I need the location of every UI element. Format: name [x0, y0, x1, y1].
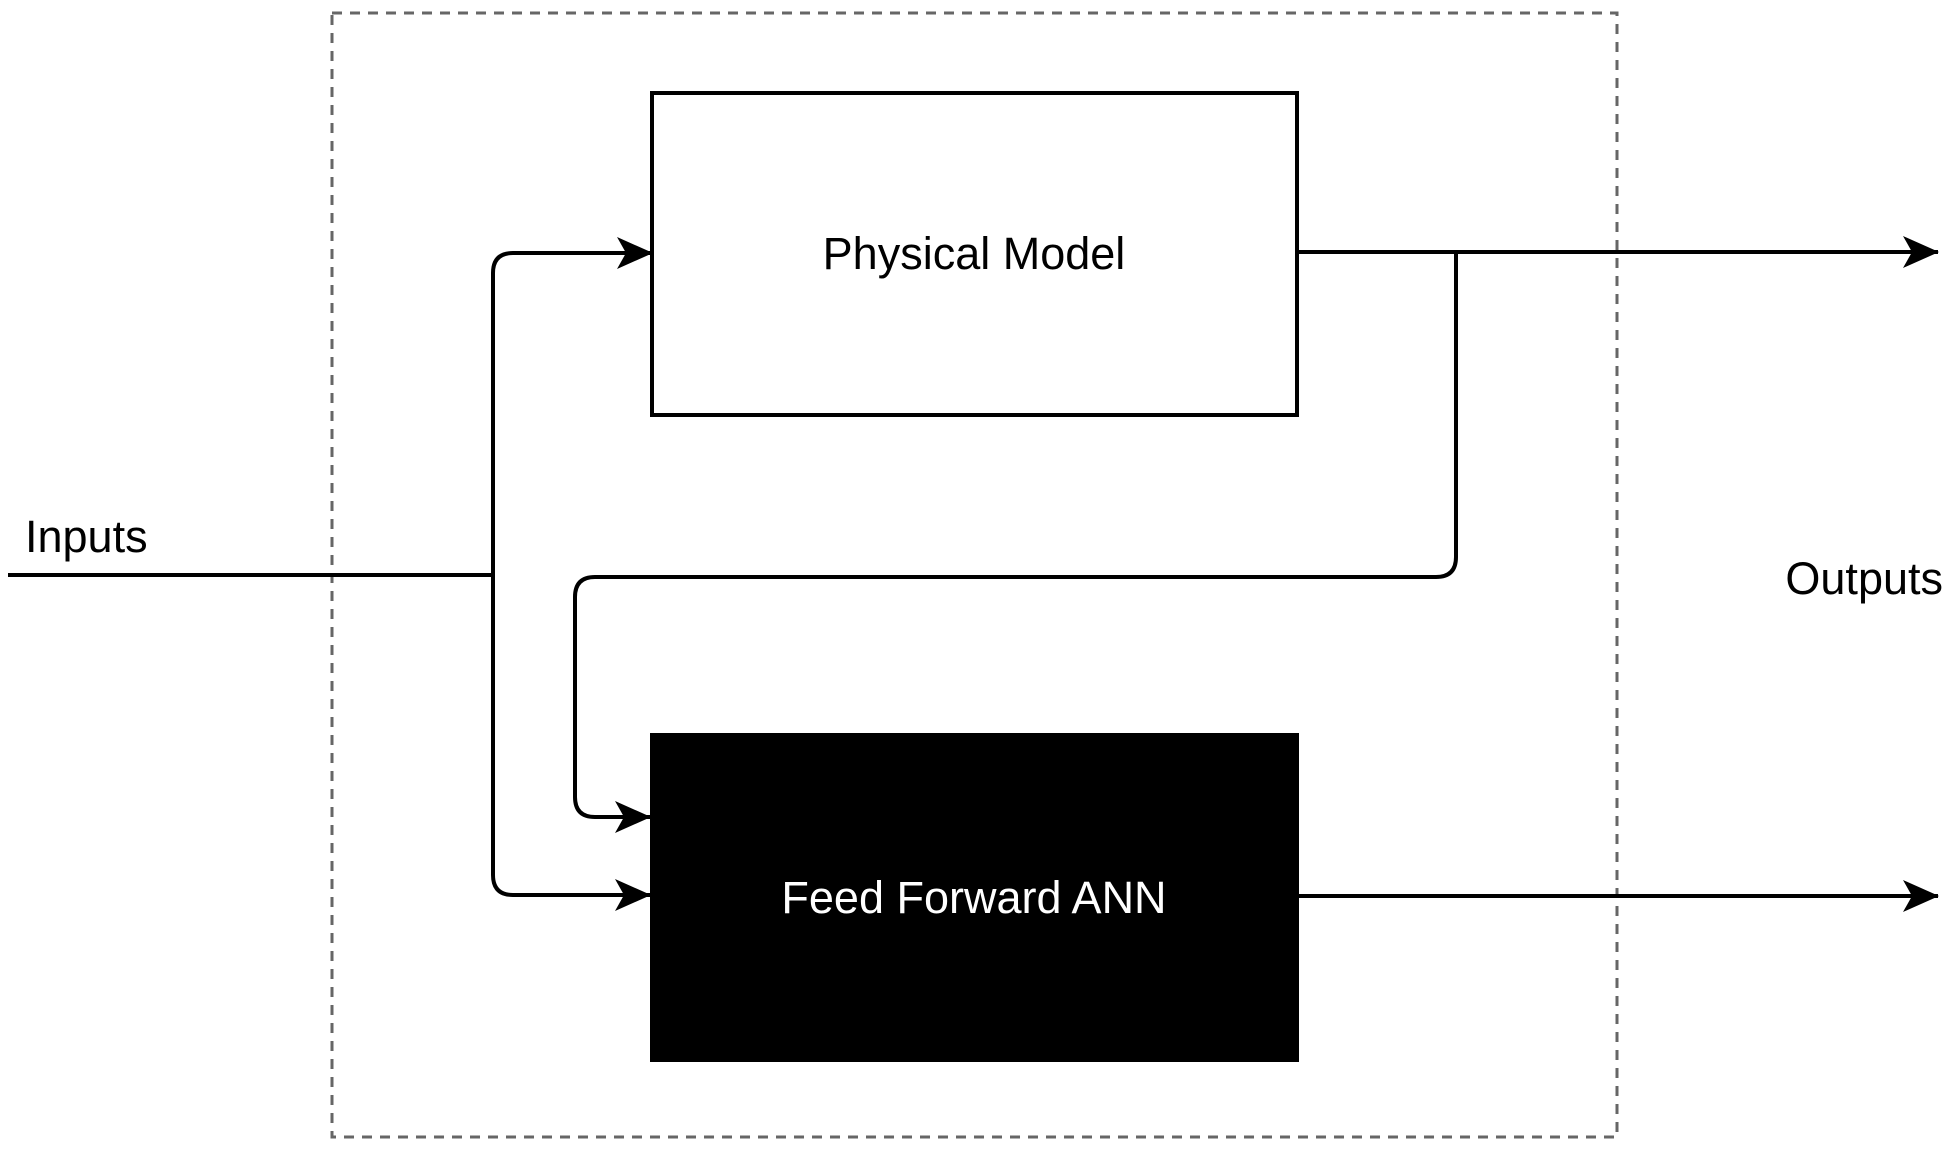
inputs-label: Inputs	[25, 511, 148, 562]
feed-forward-ann-node	[650, 733, 1299, 1062]
junction-to-ann-edge	[491, 575, 651, 911]
feed-forward-ann-label: Feed Forward ANN	[781, 872, 1166, 923]
outputs-label: Outputs	[1785, 553, 1943, 604]
physical-model-node	[650, 91, 1299, 417]
physical-model-feedback-to-ann-edge	[573, 252, 1458, 833]
physical-model-label: Physical Model	[823, 228, 1126, 279]
junction-to-physical-model-edge	[491, 237, 653, 575]
